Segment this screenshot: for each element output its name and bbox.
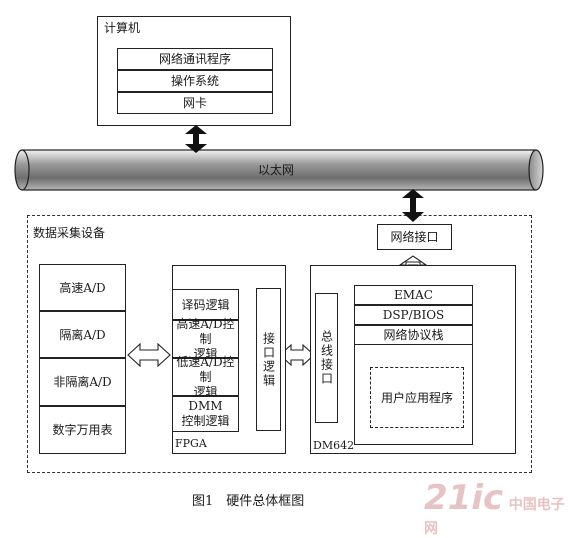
fpga-highspeed-ad-control: 高速A/D控制 逻辑 [172,316,239,361]
computer-layer-nic: 网卡 [117,92,273,114]
arrow-computer-ethernet [185,125,207,153]
fpga-dmm-control-line1: DMM [188,399,223,413]
ad-module-nonisolated: 非隔离A/D [39,358,126,406]
figure-caption: 图1 硬件总体框图 [192,494,305,509]
ad-module-highspeed: 高速A/D [39,264,126,311]
ethernet-pipe [14,149,544,191]
computer-title: 计算机 [104,21,141,35]
fpga-dmm-control: DMM 控制逻辑 [172,396,239,432]
arrow-ad-fpga [127,342,171,368]
fpga-lowspeed-ad-control-line1: 低速A/D控制 [176,354,235,384]
diagram-graphics [14,125,544,400]
fpga-lowspeed-ad-control-line2: 逻辑 [193,384,218,399]
ad-module-multimeter: 数字万用表 [39,406,126,454]
fpga-highspeed-ad-control-line2: 逻辑 [193,346,218,361]
computer-layer-app: 网络通讯程序 [117,48,273,70]
computer-layer-os: 操作系统 [117,70,273,92]
user-app-box: 用户应用程序 [370,367,464,428]
interface-logic-box: 接口逻辑 [256,288,281,431]
ad-module-isolated: 隔离A/D [39,311,126,358]
bus-interface-label: 总线接口 [319,330,334,386]
network-interface-box: 网络接口 [377,224,452,250]
watermark-logo: 21ic [424,478,504,518]
acquisition-device-title: 数据采集设备 [33,226,106,240]
interface-logic-label: 接口逻辑 [261,331,276,388]
computer-box: 计算机 网络通讯程序 操作系统 网卡 [97,16,291,126]
fpga-dmm-control-line2: 控制逻辑 [181,414,230,428]
dm642-label: DM642 [313,439,355,452]
fpga-highspeed-ad-control-line1: 高速A/D控制 [176,316,235,346]
acquisition-device-boundary [27,215,532,473]
fpga-decode-logic: 译码逻辑 [172,289,239,320]
stack-dspbios: DSP/BIOS [354,305,473,325]
fpga-decode-logic-label: 译码逻辑 [181,297,230,312]
site-watermark: 21ic 中国电子网 [424,478,568,538]
stack-protocol: 网络协议栈 [354,325,473,345]
arrow-ethernet-interface [402,189,424,222]
ethernet-label: 以太网 [258,163,295,177]
bus-interface-box: 总线接口 [315,293,338,423]
fpga-label: FPGA [175,437,207,450]
fpga-lowspeed-ad-control: 低速A/D控制 逻辑 [172,354,239,399]
stack-emac: EMAC [354,285,473,305]
